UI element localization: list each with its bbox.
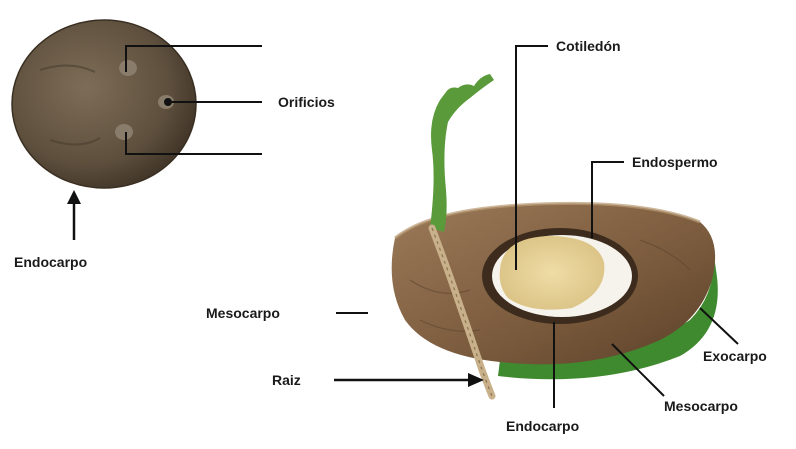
label-endospermo: Endospermo — [632, 154, 718, 170]
label-cotiledon: Cotiledón — [556, 38, 621, 54]
raiz-arrow — [334, 373, 484, 387]
label-orificios: Orificios — [278, 94, 335, 110]
label-endocarpo-bottom: Endocarpo — [506, 418, 579, 434]
label-exocarpo: Exocarpo — [703, 348, 767, 364]
label-raiz: Raiz — [272, 372, 301, 388]
pore-top — [119, 60, 137, 76]
label-mesocarpo-right: Mesocarpo — [664, 398, 738, 414]
pore-bottom — [115, 124, 133, 140]
label-endocarpo-left: Endocarpo — [14, 254, 87, 270]
endocarpo-arrow — [67, 190, 81, 240]
label-mesocarpo-left: Mesocarpo — [206, 305, 280, 321]
